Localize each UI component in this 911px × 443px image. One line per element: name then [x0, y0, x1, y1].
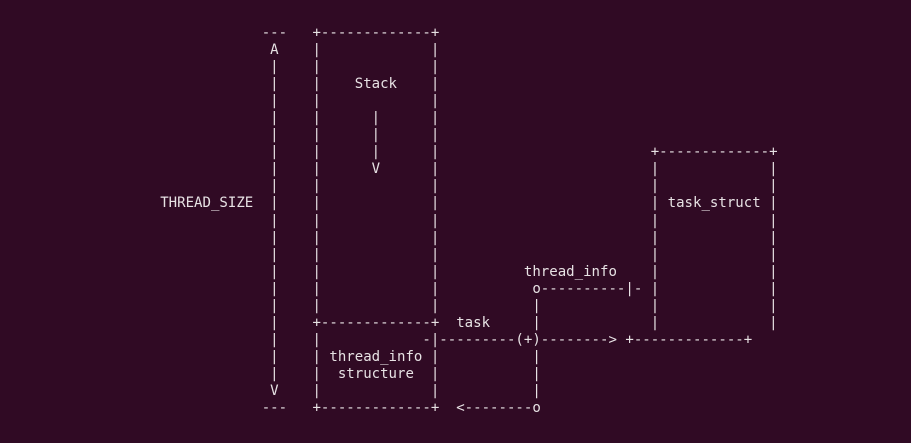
diagram-line: | | structure | |: [8, 365, 541, 382]
diagram-line: | | |: [8, 93, 440, 110]
diagram-line: | | | | |: [8, 178, 778, 195]
diagram-line: --- +-------------+: [8, 25, 440, 41]
diagram-line: | | | o----------|- | |: [8, 280, 778, 297]
diagram-line: | | -|---------(+)--------> +-----------…: [8, 331, 753, 348]
diagram-line: | | V | | |: [8, 161, 778, 178]
diagram-line: | | thread_info | |: [8, 348, 541, 365]
diagram-line: | | | | |: [8, 229, 778, 246]
diagram-line: | | | |: [8, 110, 440, 127]
diagram-line: | | | | |: [8, 212, 778, 229]
diagram-line: | +-------------+ task | | |: [8, 314, 778, 331]
diagram-line: | | |: [8, 59, 440, 76]
diagram-line: | | Stack |: [8, 76, 440, 93]
diagram-line: V | | |: [8, 382, 541, 399]
diagram-line: | | | | |: [8, 246, 778, 263]
diagram-line: | | | |: [8, 127, 440, 144]
diagram-line: THREAD_SIZE | | | | task_struct |: [8, 195, 778, 212]
diagram-line: --- +-------------+ <--------o: [8, 400, 541, 417]
diagram-line: A | |: [8, 42, 440, 59]
thread-size-ascii-diagram: --- +-------------+ A | | | | | | | Stac…: [0, 25, 778, 417]
diagram-line: | | | | | |: [8, 297, 778, 314]
diagram-line: | | | | +-------------+: [8, 144, 778, 161]
diagram-line: | | | thread_info | |: [8, 263, 778, 280]
